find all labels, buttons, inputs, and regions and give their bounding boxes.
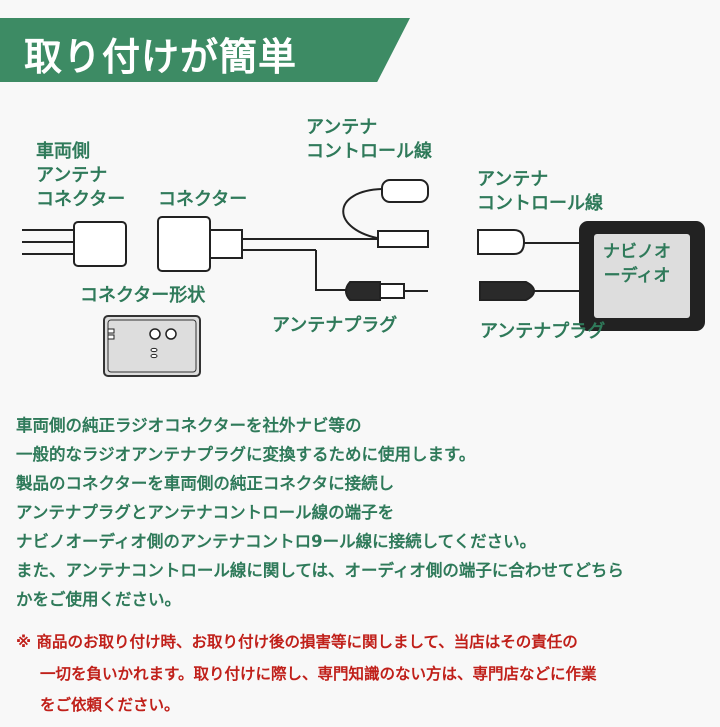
label-antenna-plug-right: アンテナプラグ [480, 321, 606, 342]
control-terminal-right [477, 229, 526, 255]
description-line: 一般的なラジオアンテナプラグに変換するために使用します。 [16, 445, 476, 464]
control-terminal-male [377, 230, 429, 248]
label-line: コントロール線 [306, 141, 432, 162]
description-line: 車両側の純正ラジオコネクターを社外ナビ等の [16, 416, 362, 435]
label-antenna-plug-left: アンテナプラグ [272, 315, 398, 336]
label-line: 車両側 [36, 141, 90, 162]
title-banner: 取り付けが簡単 [0, 18, 410, 82]
label-line: アンテナ [306, 117, 378, 138]
warning-line: ※ 商品のお取り付け時、お取り付け後の損害等に関しまして、当店はその責任の [16, 633, 578, 651]
label-line: アンテナ [477, 169, 549, 190]
label-line: アンテナ [36, 165, 108, 186]
description-line: 製品のコネクターを車両側の純正コネクタに接続し [16, 474, 395, 493]
antenna-plug-left [345, 281, 381, 301]
label-vehicle-connector: 車両側 アンテナ コネクター [36, 140, 125, 212]
description-line: アンテナプラグとアンテナコントロール線の端子を [16, 503, 395, 522]
label-line: コントロール線 [477, 193, 603, 214]
label-connector-shape: コネクター形状 [80, 285, 206, 306]
label-connector: コネクター [158, 189, 248, 210]
description-line: また、アンテナコントロール線に関しては、オーディオ側の端子に合わせてどちら [16, 561, 624, 580]
title: 取り付けが簡単 [24, 35, 298, 79]
label-line: ナビノオ [603, 242, 671, 262]
description-line: かをご使用ください。 [16, 590, 181, 609]
wiring-diagram [22, 179, 705, 377]
description-line: ナビノオーディオ側のアンテナコントロ9ール線に接続してください。 [16, 532, 537, 551]
label-navi-audio: ナビノオ ーディオ [596, 240, 678, 288]
label-line: コネクター [36, 189, 126, 210]
warning-line: をご依頼ください。 [40, 696, 180, 714]
antenna-plug-right [479, 281, 536, 301]
label-line: ーディオ [603, 266, 671, 286]
control-terminal-female [381, 179, 429, 203]
label-control-wire-left: アンテナ コントロール線 [306, 116, 432, 164]
product-connector [157, 216, 211, 272]
warning-line: 一切を負いかれます。取り付けに際し、専門知識のない方は、専門店などに作業 [40, 665, 597, 683]
vehicle-connector [73, 221, 127, 267]
product-connector-neck [209, 229, 243, 259]
label-control-wire-right: アンテナ コントロール線 [477, 168, 603, 216]
